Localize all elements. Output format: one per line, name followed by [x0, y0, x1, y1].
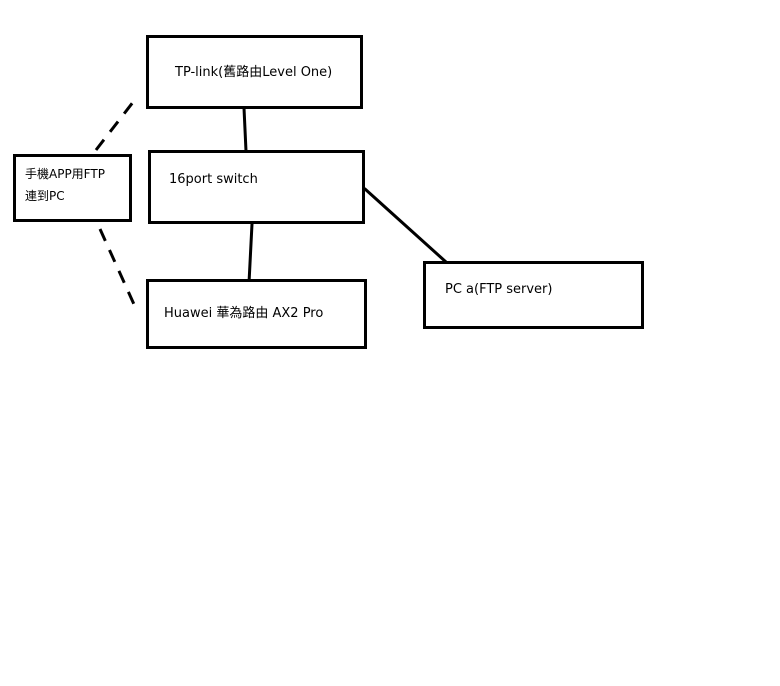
edge-phone-tplink-dashed	[94, 96, 139, 151]
edge-switch-pc	[363, 187, 448, 264]
edge-phone-huawei-dashed	[98, 228, 139, 312]
node-switch-label: 16port switch	[169, 172, 258, 187]
node-pc-label: PC a(FTP server)	[445, 282, 553, 297]
node-phone-label: 手機APP用FTP 連到PC	[25, 168, 105, 202]
edge-tplink-switch	[242, 106, 248, 153]
node-huawei-label: Huawei 華為路由 AX2 Pro	[164, 306, 324, 321]
node-tplink-label: TP-link(舊路由Level One)	[175, 65, 333, 80]
node-switch-box: 16port switch	[148, 150, 365, 224]
node-tplink-box: TP-link(舊路由Level One)	[146, 35, 363, 109]
node-phone-label-line2: 連到PC	[25, 189, 65, 203]
node-pc-box: PC a(FTP server)	[423, 261, 644, 329]
node-phone-label-line1: 手機APP用FTP	[25, 167, 105, 181]
node-phone-box: 手機APP用FTP 連到PC	[13, 154, 132, 222]
node-huawei-box: Huawei 華為路由 AX2 Pro	[146, 279, 367, 349]
edge-switch-huawei	[247, 222, 254, 285]
